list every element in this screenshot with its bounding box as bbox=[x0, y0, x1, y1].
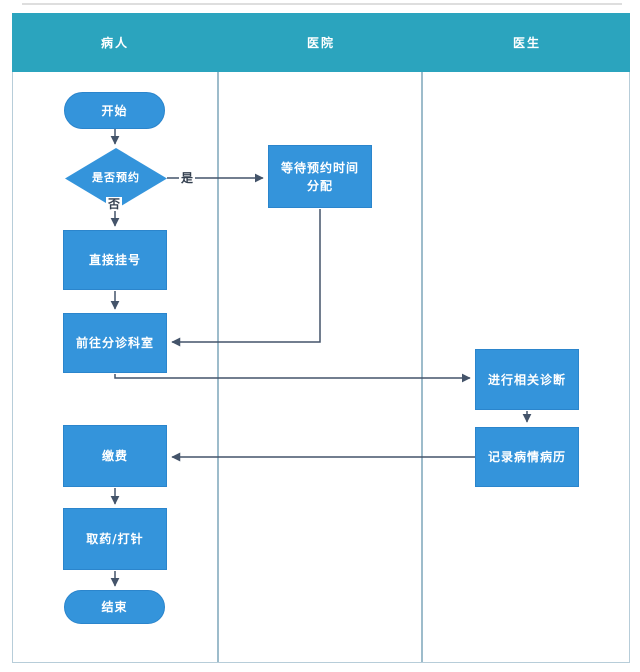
node-triage-room: 前往分诊科室 bbox=[63, 313, 167, 373]
node-start: 开始 bbox=[64, 92, 165, 129]
node-diagnose: 进行相关诊断 bbox=[475, 349, 579, 410]
node-pay: 缴费 bbox=[63, 425, 167, 487]
lane-title-patient: 病人 bbox=[100, 36, 129, 50]
edge-label-yes: 是 bbox=[179, 171, 196, 185]
lane-title-doctor: 医生 bbox=[512, 36, 541, 50]
node-end: 结束 bbox=[64, 590, 165, 624]
lane-divider-1 bbox=[217, 72, 219, 662]
node-register: 直接挂号 bbox=[63, 230, 167, 290]
top-divider bbox=[22, 3, 622, 5]
node-medicine-injection: 取药/打针 bbox=[63, 508, 167, 570]
edge-label-no: 否 bbox=[106, 197, 123, 211]
lane-title-hospital: 医院 bbox=[306, 36, 335, 50]
lane-divider-2 bbox=[421, 72, 423, 662]
node-wait-appointment: 等待预约时间分配 bbox=[268, 145, 372, 208]
edge-triage-diagnose bbox=[114, 373, 471, 383]
swimlane-header: 病人 医院 医生 bbox=[12, 13, 630, 72]
edge-wait-triage bbox=[171, 209, 321, 347]
node-record-case: 记录病情病历 bbox=[475, 427, 579, 487]
